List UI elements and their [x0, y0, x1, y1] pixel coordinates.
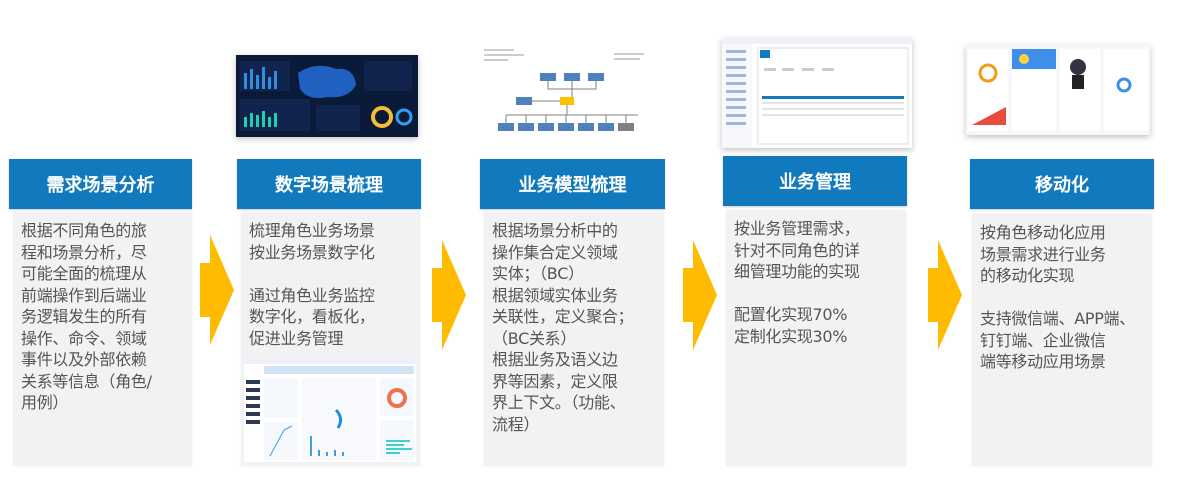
step-body-business-model: 根据场景分析中的 操作集合定义领域 实体；（BC） 根据领域实体业务 关联性，定… [484, 212, 664, 466]
body-line: 界上下文。（功能、 [492, 393, 626, 412]
body-line: 程和场景分析，尽 [21, 242, 147, 262]
body-line: 按角色移动化应用 [980, 223, 1106, 242]
body-line: 事件以及外部依赖 [21, 350, 147, 369]
body-line: 按业务管理需求， [734, 219, 860, 238]
org-chart-thumbnail [482, 45, 660, 140]
body-line: 定制化实现30% [734, 326, 848, 346]
step-header-business-management: 业务管理 [723, 156, 907, 206]
body-line: 根据业务及语义边 [492, 350, 618, 369]
body-line: 的移动化实现 [980, 266, 1075, 285]
body-line: 按业务场景数字化 [249, 242, 375, 262]
monitor-dashboard-icon [244, 360, 416, 460]
body-line: （BC关系） [492, 328, 577, 348]
body-line: 关系等信息（角色/ [21, 371, 152, 391]
body-line: 数字化，看板化， [249, 307, 375, 326]
body-line [249, 263, 414, 285]
step-header-requirement-analysis: 需求场景分析 [9, 159, 192, 209]
body-line: 端等移动应用场景 [980, 352, 1106, 371]
body-line: 用例） [21, 393, 69, 412]
body-line: 细管理功能的实现 [734, 262, 860, 281]
body-line: 流程） [492, 414, 540, 434]
body-line: 关联性，定义聚合； [492, 307, 634, 326]
step-header-business-model: 业务模型梳理 [480, 159, 665, 209]
body-line: 操作集合定义领域 [492, 242, 618, 262]
body-line: 梳理角色业务场景 [249, 221, 375, 240]
body-line: 操作、命令、领域 [21, 328, 147, 348]
body-line: 实体；（BC） [492, 264, 584, 283]
body-line: 根据场景分析中的 [492, 221, 618, 240]
body-line: 前端操作到后端业 [21, 285, 147, 305]
body-line [980, 287, 1146, 309]
step-body-digital-scenario: 梳理角色业务场景 按业务场景数字化 通过角色业务监控 数字化，看板化， 促进业务… [241, 212, 420, 466]
body-line: 配置化实现70% [734, 305, 848, 324]
step-header-mobile: 移动化 [970, 159, 1154, 209]
body-line: 针对不同角色的详 [734, 240, 860, 260]
step-body-requirement-analysis: 根据不同角色的旅 程和场景分析，尽 可能全面的梳理从 前端操作到后端业 务逻辑发… [13, 212, 192, 466]
arrow-right-icon [683, 240, 717, 350]
step-header-digital-scenario: 数字场景梳理 [237, 159, 421, 209]
org-chart-icon [484, 49, 644, 131]
body-line: 钉钉端、企业微信 [980, 330, 1106, 350]
body-line: 促进业务管理 [249, 328, 344, 348]
step-body-business-management: 按业务管理需求， 针对不同角色的详 细管理功能的实现 配置化实现70% 定制化实… [726, 210, 906, 466]
arrow-right-icon [928, 240, 962, 350]
body-line: 界等因素，定义限 [492, 371, 618, 391]
management-screenshot-thumbnail [722, 38, 912, 148]
arrow-right-icon [432, 240, 466, 350]
arrow-right-icon [200, 235, 234, 345]
admin-page-icon [722, 38, 912, 148]
body-line: 通过角色业务监控 [249, 285, 375, 305]
body-line: 支持微信端、APP端、 [980, 309, 1135, 328]
dashboard-chart-icon [240, 61, 413, 131]
mobile-app-icon [968, 49, 1148, 131]
monitor-dashboard-screenshot [244, 360, 416, 462]
step-body-mobile: 按角色移动化应用 场景需求进行业务 的移动化实现 支持微信端、APP端、 钉钉端… [972, 214, 1152, 466]
body-line: 根据不同角色的旅 [21, 221, 147, 240]
mobile-screenshot-thumbnail [966, 45, 1150, 135]
body-line: 场景需求进行业务 [980, 244, 1106, 264]
body-line [734, 283, 900, 305]
dashboard-screenshot-thumbnail [236, 55, 418, 137]
body-line: 根据领域实体业务 [492, 285, 618, 305]
body-line: 可能全面的梳理从 [21, 264, 147, 283]
body-line: 务逻辑发生的所有 [21, 307, 147, 326]
